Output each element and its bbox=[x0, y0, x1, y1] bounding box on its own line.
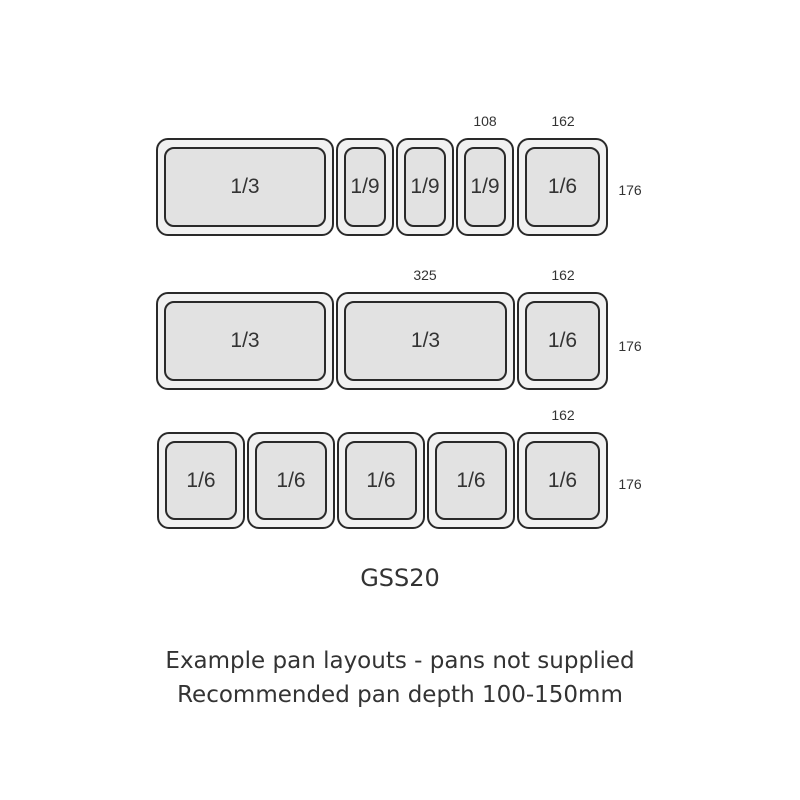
note-depth: Recommended pan depth 100-150mm bbox=[177, 682, 623, 708]
pan-inner: 1/6 bbox=[435, 441, 507, 520]
pan-size-label: 1/6 bbox=[456, 468, 486, 492]
gastronorm-pan: 1/3 bbox=[156, 292, 334, 390]
pan-inner: 1/3 bbox=[164, 301, 326, 381]
gastronorm-pan: 1/6 bbox=[247, 432, 335, 529]
gastronorm-pan: 1/3 bbox=[336, 292, 515, 390]
pan-size-label: 1/9 bbox=[410, 175, 440, 198]
dimension-label: 162 bbox=[551, 113, 575, 129]
pan-inner: 1/9 bbox=[404, 147, 446, 227]
pan-inner: 1/6 bbox=[525, 441, 600, 520]
pan-size-label: 1/3 bbox=[230, 175, 260, 198]
gastronorm-pan: 1/9 bbox=[396, 138, 454, 236]
gastronorm-pan: 1/6 bbox=[517, 432, 608, 529]
pan-size-label: 1/6 bbox=[186, 468, 216, 492]
dimension-label: 162 bbox=[551, 267, 575, 283]
pan-inner: 1/6 bbox=[165, 441, 237, 520]
gastronorm-pan: 1/6 bbox=[157, 432, 245, 529]
dimension-label: 176 bbox=[618, 338, 642, 354]
pan-size-label: 1/6 bbox=[276, 468, 306, 492]
pan-inner: 1/9 bbox=[464, 147, 506, 227]
dimension-label: 325 bbox=[413, 267, 437, 283]
gastronorm-pan: 1/9 bbox=[456, 138, 514, 236]
pan-inner: 1/3 bbox=[164, 147, 326, 227]
pan-size-label: 1/6 bbox=[366, 468, 396, 492]
dimension-label: 176 bbox=[618, 182, 642, 198]
pan-inner: 1/6 bbox=[255, 441, 327, 520]
pan-size-label: 1/6 bbox=[547, 468, 578, 492]
pan-size-label: 1/9 bbox=[350, 175, 380, 198]
note-layouts: Example pan layouts - pans not supplied bbox=[165, 648, 635, 674]
pan-inner: 1/3 bbox=[344, 301, 507, 381]
pan-size-label: 1/3 bbox=[230, 329, 260, 352]
pan-inner: 1/6 bbox=[525, 147, 600, 227]
pan-inner: 1/9 bbox=[344, 147, 386, 227]
pan-size-label: 1/6 bbox=[547, 329, 578, 352]
pan-size-label: 1/6 bbox=[547, 175, 578, 198]
gastronorm-pan: 1/6 bbox=[517, 138, 608, 236]
dimension-label: 108 bbox=[473, 113, 497, 129]
gastronorm-pan: 1/6 bbox=[427, 432, 515, 529]
model-name: GSS20 bbox=[360, 564, 440, 592]
gastronorm-pan: 1/3 bbox=[156, 138, 334, 236]
gastronorm-pan: 1/6 bbox=[517, 292, 608, 390]
pan-inner: 1/6 bbox=[525, 301, 600, 381]
dimension-label: 176 bbox=[618, 476, 642, 492]
gastronorm-pan: 1/9 bbox=[336, 138, 394, 236]
gastronorm-pan: 1/6 bbox=[337, 432, 425, 529]
pan-size-label: 1/3 bbox=[410, 329, 441, 352]
pan-inner: 1/6 bbox=[345, 441, 417, 520]
pan-size-label: 1/9 bbox=[470, 175, 500, 198]
dimension-label: 162 bbox=[551, 407, 575, 423]
